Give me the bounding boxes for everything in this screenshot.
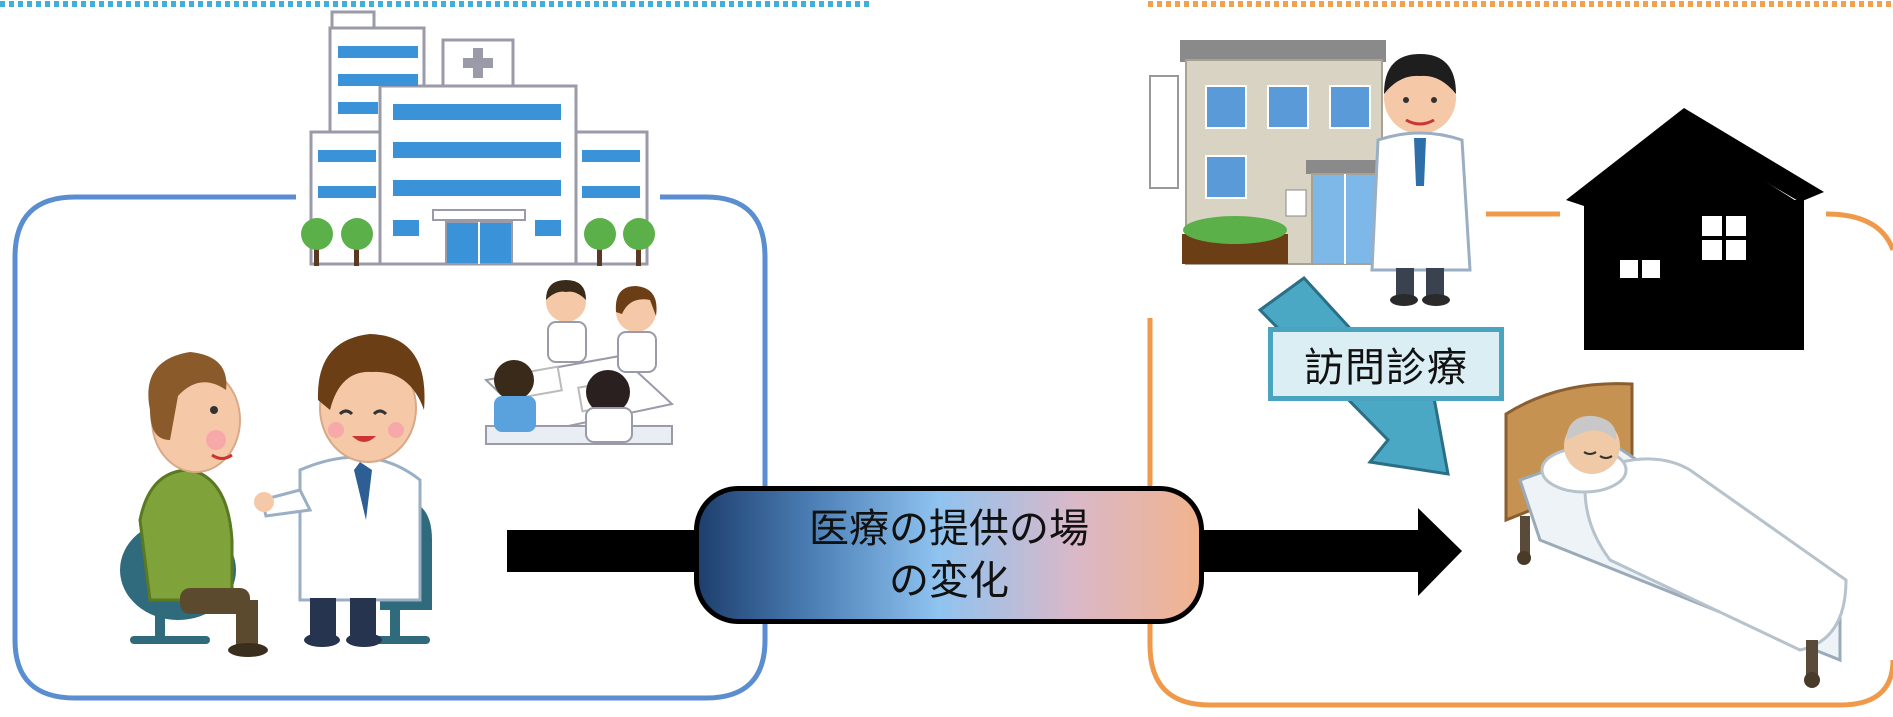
black-arrow-head [1418, 508, 1462, 596]
patient-in-bed-icon [1504, 382, 1848, 688]
black-arrow-shaft-right [1200, 530, 1420, 572]
home-visit-label: 訪問診療 [1268, 327, 1504, 401]
house-icon [1566, 108, 1824, 350]
hospital-icon [301, 10, 655, 266]
clinic-building-icon [1149, 40, 1386, 265]
left-frame [12, 194, 768, 701]
care-location-change-label: 医療の提供の場 の変化 [694, 486, 1204, 624]
center-label-line1: 医療の提供の場 [809, 506, 1089, 552]
care-team-meeting-icon [483, 280, 675, 445]
doctor-icon [1370, 54, 1472, 306]
doctor-patient-consultation-icon [120, 334, 432, 657]
home-visit-label-text: 訪問診療 [1304, 345, 1468, 391]
center-label-line2: の変化 [889, 558, 1009, 604]
black-arrow-shaft-left [507, 530, 707, 572]
right-frame [1147, 318, 1893, 708]
